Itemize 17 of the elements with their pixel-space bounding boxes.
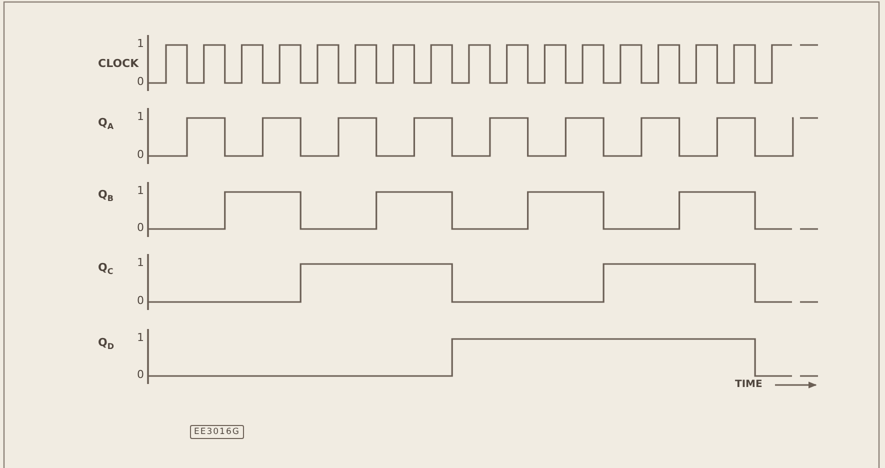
level-label: 0 xyxy=(137,295,144,307)
axis-label: TIME xyxy=(735,379,762,391)
figure-code-box: EE3016G xyxy=(190,425,244,439)
signal-name: Q$_{B}$ xyxy=(98,189,114,206)
level-label: 0 xyxy=(137,369,144,381)
level-label: 0 xyxy=(137,222,144,234)
level-label: 1 xyxy=(137,185,144,197)
level-label: 0 xyxy=(137,76,144,88)
level-label: 1 xyxy=(137,257,144,269)
signal-name: Q$_{D}$ xyxy=(98,337,114,354)
level-label: 1 xyxy=(137,111,144,123)
level-label: 1 xyxy=(137,332,144,344)
signal-name: Q$_{C}$ xyxy=(98,262,114,278)
signal-name: CLOCK xyxy=(98,58,139,70)
signal-name: Q$_{A}$ xyxy=(98,117,114,134)
level-label: 1 xyxy=(137,38,144,50)
level-label: 0 xyxy=(137,149,144,161)
